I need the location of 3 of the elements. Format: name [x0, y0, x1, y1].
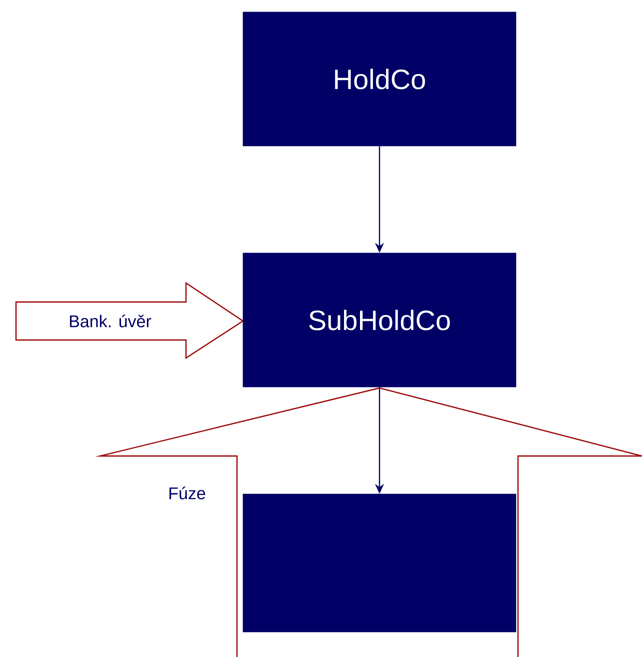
company-box: HoldCo [242, 12, 516, 146]
company-box: SubHoldCo [242, 252, 516, 388]
inner-box [242, 494, 516, 632]
